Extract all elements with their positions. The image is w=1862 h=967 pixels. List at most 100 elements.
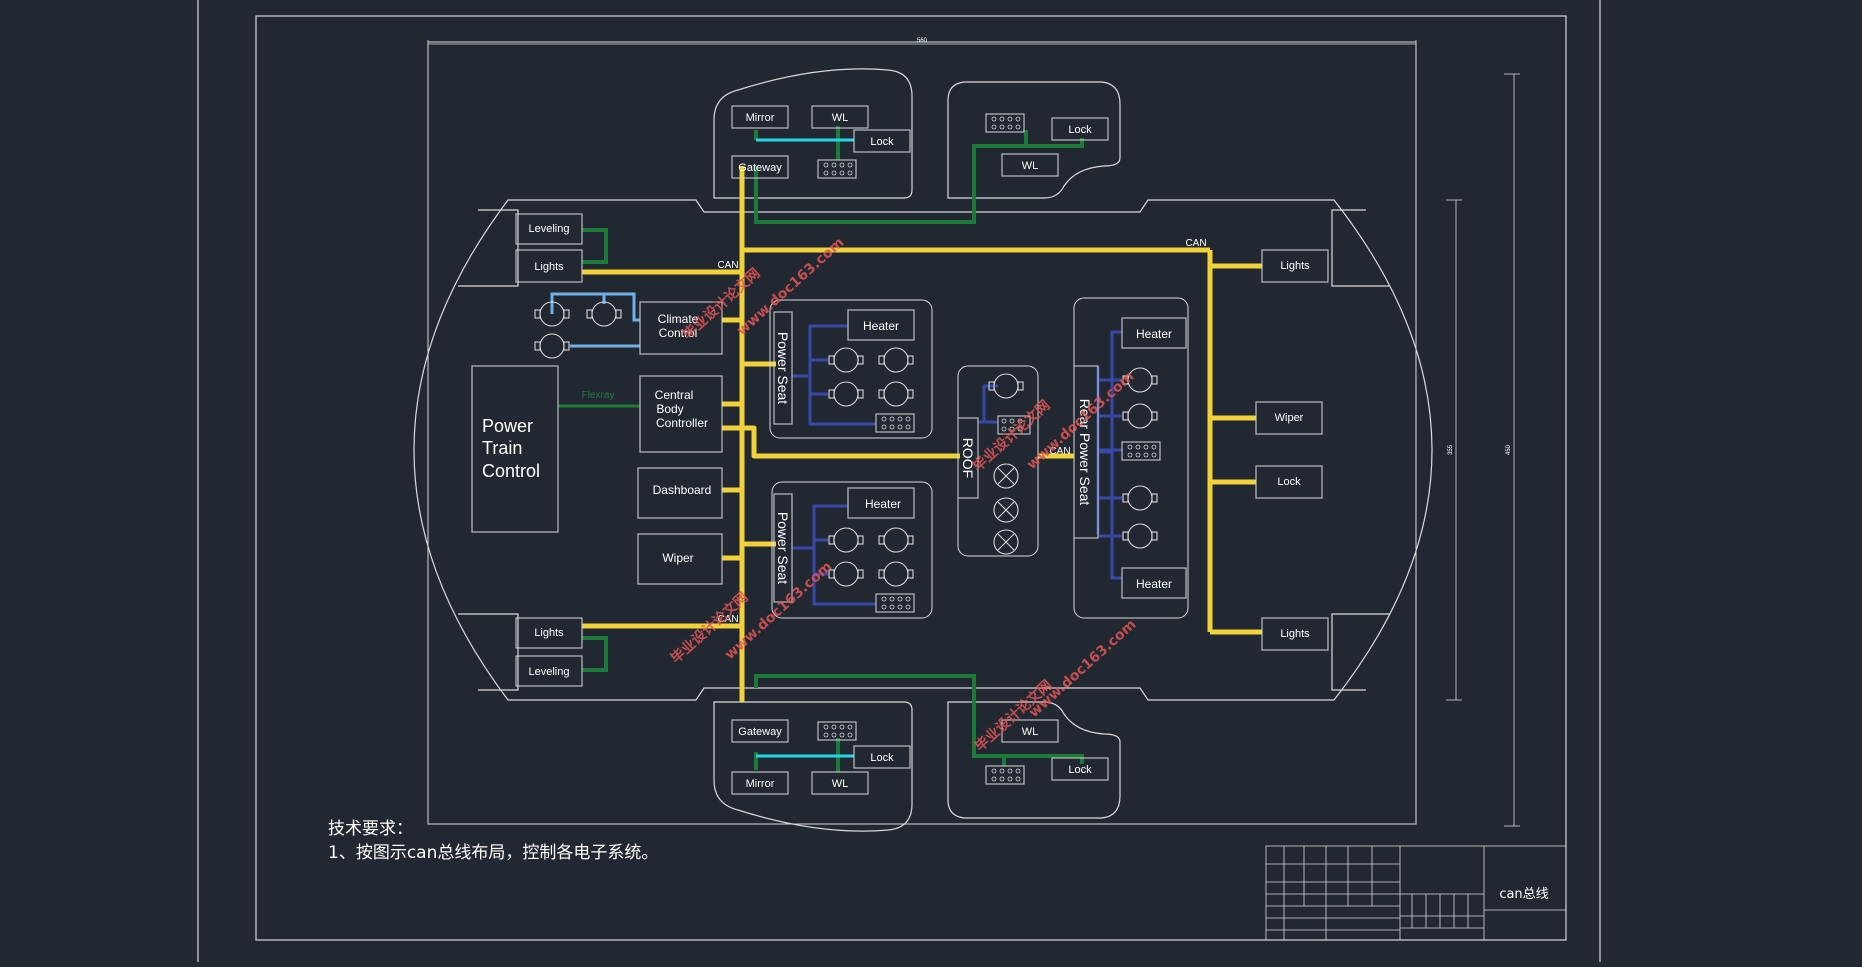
door-tl-mirror-box [731,105,789,129]
rear-seat-motor-1 [1122,367,1158,393]
door-bl-mirror-label: Mirror [746,778,775,790]
front-left-lights-label: Lights [534,261,564,273]
rear-seat-motor-4 [1122,523,1158,549]
roof-lamp-2 [993,497,1019,523]
door-bl-wl-label: WL [832,778,849,790]
wiper-left-label: Wiper [662,551,693,565]
dimension-height-label-1: 355 [1448,444,1454,455]
climate-motor-3 [534,333,570,359]
roof-label: ROOF [960,438,976,478]
roof-motor [988,373,1024,399]
seat-top-motor-4 [878,381,914,407]
door-tl-gateway-label: Gateway [738,162,782,174]
climate-label-line1: Climate [658,312,699,326]
rear-seat-heater-top-box [1121,317,1187,349]
dimension-height-label-2: 450 [1506,444,1512,455]
rear-seat-label: Rear Power Seat [1077,399,1093,506]
roof-lamp-icons [993,463,1019,555]
can-bus [582,166,1262,702]
door-tl-lock-box [853,129,911,153]
heater-bottom-label: Heater [865,497,901,511]
climate-motor-2 [586,301,622,327]
right-lights-top-label: Lights [1280,260,1310,272]
climate-control-box [639,301,723,355]
door-br-wl-label: WL [1022,726,1039,738]
front-seat-bottom-heater-box [847,487,915,519]
right-lights-bottom-label: Lights [1280,628,1310,640]
seat-bottom-motor-2 [878,527,914,553]
rear-left-leveling-box [515,655,583,687]
front-left-lights-box [515,249,583,283]
door-tl-wl-label: WL [832,112,849,124]
door-br-wl-box [1001,719,1059,743]
car-body-outline [413,68,1433,832]
motor-icons [534,301,1158,587]
seat-top-motor-3 [828,381,864,407]
door-br-lock-label: Lock [1068,764,1092,776]
right-lights-bottom-box [1261,617,1329,651]
rear-left-lights-box [515,617,583,649]
door-bottom-right-outline [947,701,1121,819]
notes-heading: 技术要求： [328,819,413,839]
right-lock-label: Lock [1277,476,1301,488]
front-seat-top-heater-box [847,309,915,341]
sheet-frames [197,0,1601,962]
rear-seat-motor-2 [1122,403,1158,429]
roof-switch [997,415,1031,435]
front-seat-bottom-label: Power Seat [775,512,791,584]
right-lock-box [1255,465,1323,499]
seat-bottom-motor-1 [828,527,864,553]
seat-bottom-motor-4 [878,561,914,587]
door-bl-gateway-box [731,719,789,743]
roof-lamp-3 [993,529,1019,555]
front-left-leveling-box [515,213,583,245]
rear-seat-motor-3 [1122,485,1158,511]
door-connectors [817,113,1025,785]
roof-lamp-1 [993,463,1019,489]
door-tl-mirror-label: Mirror [746,112,775,124]
rear-seat-switch [1121,441,1161,461]
svg-text:Control: Control [482,461,540,481]
door-bl-mirror-box [731,771,789,795]
front-seat-top-container [769,299,933,439]
svg-text:Train: Train [482,438,522,458]
door-bottom-left-outline [713,701,913,832]
connector-pins [823,116,1157,782]
car-body-main [413,199,1433,701]
dimension-width-label: 560 [917,38,928,44]
seat-top-motor-1 [828,347,864,373]
climate-label-line2: Control [659,326,698,340]
dashboard-box [637,467,723,519]
watermark-url-4: www.doc163.com [1026,617,1139,721]
right-lights-top-box [1261,249,1329,283]
box-labels: Leveling Lights Lights Leveling Mirror W… [529,112,1311,790]
right-wiper-box [1255,401,1323,435]
front-seat-top-label-box [773,311,793,425]
can-label-left-top: CAN [717,260,738,271]
climate-motor-1 [534,301,570,327]
seat-top-motor-2 [878,347,914,373]
door-bl-lock-box [853,745,911,769]
front-seat-bottom-label-box [773,493,793,603]
drawing-border [255,15,1567,941]
front-seat-top-label: Power Seat [775,332,791,404]
rear-seat-label-box [1073,365,1099,539]
vehicle-envelope [427,41,1417,825]
central-body-controller-box [639,375,723,453]
component-boxes [471,105,1329,795]
door-tr-wl-box [1001,153,1059,177]
technical-notes: 技术要求： 1、按图示can总线布局，控制各电子系统。 [328,819,658,863]
door-tl-wl-box [811,105,869,129]
door-top-left-outline [713,68,913,199]
title-block [1265,845,1567,941]
wiper-left-box [637,533,723,585]
door-bl-lock-label: Lock [870,752,894,764]
dashboard-label: Dashboard [653,483,712,497]
door-bl-wl-box [811,771,869,795]
svg-text:Power: Power [482,416,533,436]
rear-left-leveling-label: Leveling [529,666,570,678]
front-seat-top-switch [875,413,915,433]
rear-seat-heater-bottom-box [1121,567,1187,599]
